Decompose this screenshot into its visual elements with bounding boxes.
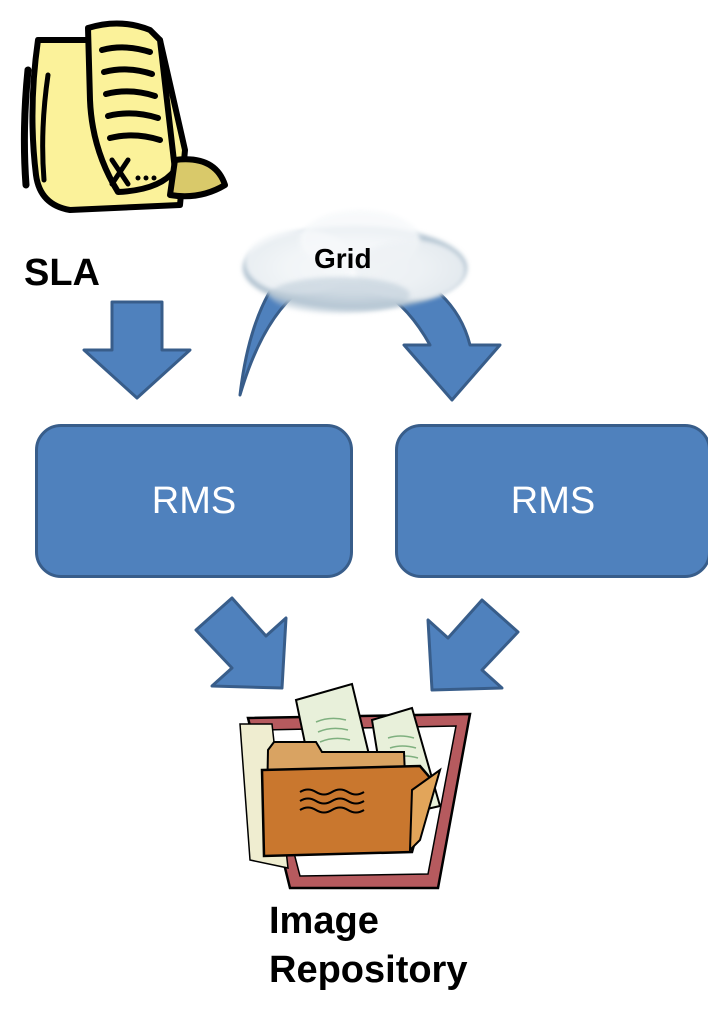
sla-label: SLA <box>24 252 100 294</box>
folder-icon <box>239 682 472 890</box>
rms-box-right: RMS <box>395 424 708 578</box>
grid-label: Grid <box>314 243 372 274</box>
rms-box-left: RMS <box>35 424 353 578</box>
contract-document-icon <box>20 20 228 213</box>
image-repository-label: Image Repository <box>269 897 467 995</box>
rms-right-label: RMS <box>510 479 596 522</box>
repository-label-line2: Repository <box>269 949 468 991</box>
rms-left-label: RMS <box>151 479 237 522</box>
cloud-icon <box>243 210 467 313</box>
left-rms-to-repo-arrow <box>194 596 288 690</box>
repository-label-line1: Image <box>269 900 379 942</box>
sla-down-arrow <box>82 300 192 400</box>
right-rms-to-repo-arrow <box>426 598 520 692</box>
